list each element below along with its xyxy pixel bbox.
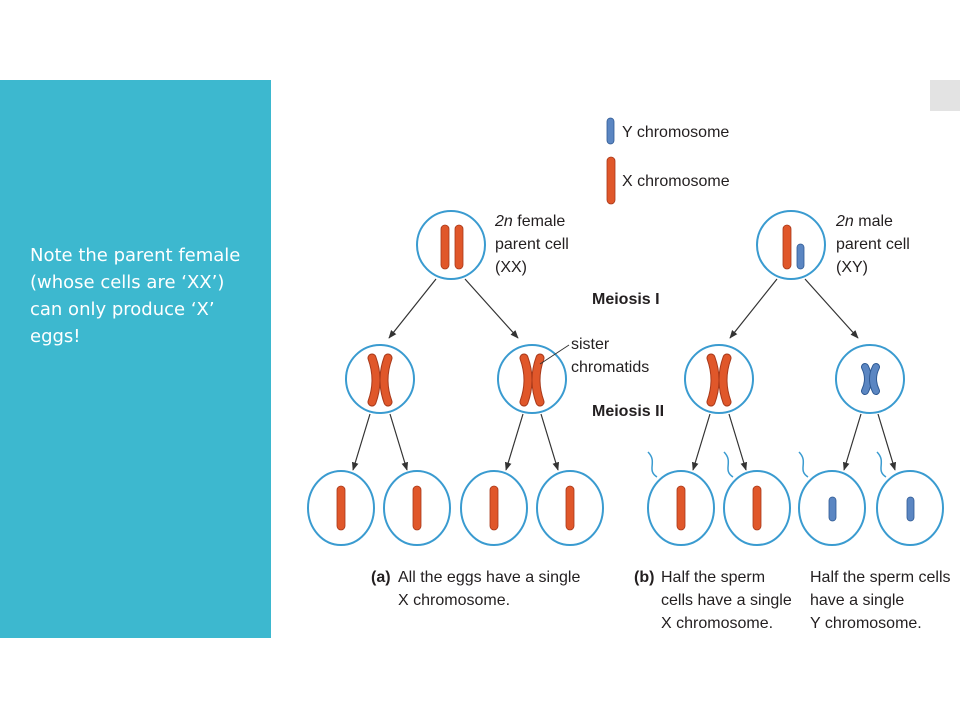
female-parent-cell (416, 210, 486, 280)
meiosis-2-label: Meiosis II (592, 403, 664, 420)
sister-line1: sister (571, 336, 610, 353)
caption-b-line2: cells have a single (661, 592, 792, 609)
female-parent-line3: (XX) (495, 259, 527, 276)
egg-cell-4 (536, 470, 604, 546)
male-mid-cell-y (835, 344, 905, 414)
female-mid-cell-1 (345, 344, 415, 414)
note-text: Note the parent female (whose cells are … (30, 245, 241, 347)
female-mid-cell-2 (497, 344, 567, 414)
legend-y-label: Y chromosome (622, 124, 729, 141)
female-sex: female (513, 213, 566, 230)
caption-c-line1: Half the sperm cells (810, 569, 951, 586)
corner-decoration (930, 80, 960, 111)
male-mid-cell-x (684, 344, 754, 414)
caption-c-line2: have a single (810, 592, 904, 609)
caption-a-tag: (a) (371, 569, 391, 586)
sperm-cell-x-1 (647, 451, 715, 546)
female-parent-label: 2n female parent cell (XX) (494, 213, 569, 276)
male-parent-label: 2n male parent cell (XY) (835, 213, 910, 276)
legend-x-label: X chromosome (622, 173, 730, 190)
egg-cell-1 (307, 470, 375, 546)
caption-a-line2: X chromosome. (398, 592, 510, 609)
legend-x-swatch (606, 156, 616, 205)
caption-a-line1: All the eggs have a single (398, 569, 580, 586)
female-ploidy: 2n (494, 213, 513, 230)
caption-a: (a) All the eggs have a single X chromos… (371, 569, 580, 609)
legend: Y chromosome X chromosome (606, 117, 730, 205)
male-parent-cell (756, 210, 826, 280)
svg-text:2n male: 2n male (835, 213, 893, 230)
division-arrows (351, 278, 897, 471)
meiosis-1-label: Meiosis I (592, 291, 660, 308)
sperm-cell-y-2 (876, 451, 944, 546)
male-ploidy: 2n (835, 213, 854, 230)
sperm-cell-y-1 (798, 451, 866, 546)
caption-b: (b) Half the sperm cells have a single X… (634, 569, 792, 632)
sperm-cell-x-2 (723, 451, 791, 546)
caption-b-tag: (b) (634, 569, 654, 586)
female-parent-line2: parent cell (495, 236, 569, 253)
svg-text:2n female: 2n female (494, 213, 565, 230)
caption-b-line1: Half the sperm (661, 569, 765, 586)
legend-y-swatch (606, 117, 615, 145)
male-parent-line3: (XY) (836, 259, 868, 276)
sister-chromatids-label: sister chromatids (539, 336, 649, 376)
caption-b-line3: X chromosome. (661, 615, 773, 632)
egg-cell-2 (383, 470, 451, 546)
caption-c: Half the sperm cells have a single Y chr… (810, 569, 951, 632)
egg-cell-3 (460, 470, 528, 546)
male-parent-line2: parent cell (836, 236, 910, 253)
sidebar-panel: Note the parent female (whose cells are … (0, 80, 271, 638)
caption-c-line3: Y chromosome. (810, 615, 922, 632)
male-sex: male (854, 213, 893, 230)
sister-line2: chromatids (571, 359, 649, 376)
